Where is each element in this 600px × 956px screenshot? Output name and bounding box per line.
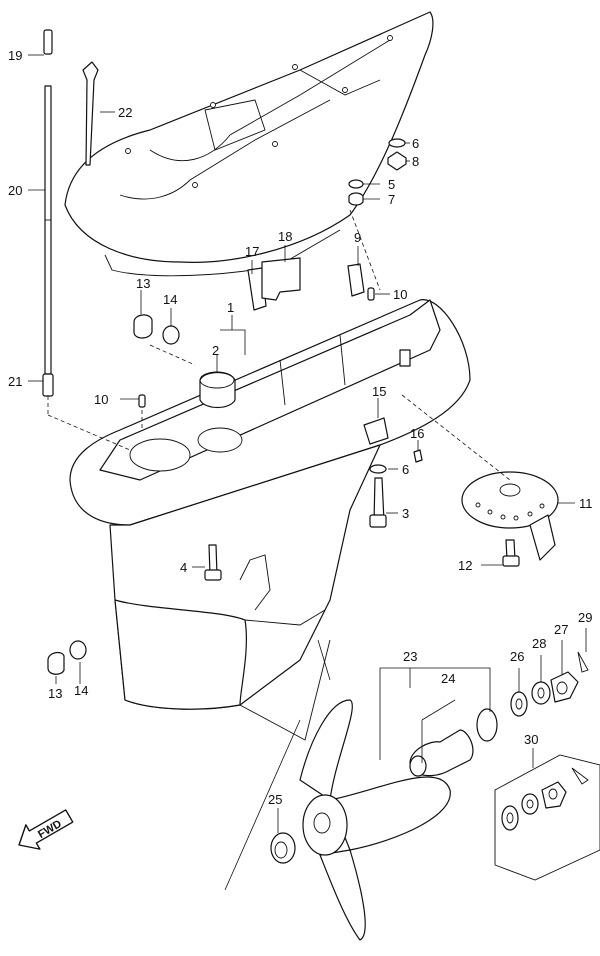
part-labels: 19 20 21 22 6 8 5 7 13 14 17 18 9 10 1 2…	[8, 48, 593, 807]
rod-assembly	[42, 29, 99, 397]
label-13a: 13	[136, 276, 150, 291]
part-19-plug	[43, 29, 53, 55]
part-29-cotter-pin	[577, 651, 589, 673]
label-21: 21	[8, 374, 22, 389]
part-14-washer-bottom	[69, 640, 87, 660]
label-29: 29	[578, 610, 592, 625]
part-20-rod	[44, 85, 52, 375]
label-19: 19	[8, 48, 22, 63]
upper-cover	[64, 11, 434, 277]
part-9-clip	[347, 263, 365, 297]
label-15: 15	[372, 384, 386, 399]
label-27: 27	[554, 622, 568, 637]
label-23: 23	[403, 649, 417, 664]
alignment-lines	[47, 209, 511, 481]
label-28: 28	[532, 636, 546, 651]
label-14b: 14	[74, 683, 88, 698]
part-10-pin-left	[138, 394, 146, 408]
label-30: 30	[524, 732, 538, 747]
label-18: 18	[278, 229, 292, 244]
part-24-washer	[476, 708, 498, 742]
propeller	[299, 699, 451, 941]
part-7-collar	[348, 192, 364, 206]
label-25: 25	[268, 792, 282, 807]
part-2-bushing	[199, 371, 236, 409]
fwd-arrow-label: FWD	[36, 818, 64, 841]
label-8: 8	[412, 154, 419, 169]
label-9: 9	[354, 230, 361, 245]
part-18-bracket	[261, 257, 301, 301]
part-11-anode	[461, 471, 559, 561]
label-5: 5	[388, 177, 395, 192]
part-13-plug-bottom	[47, 651, 65, 675]
label-11: 11	[579, 496, 593, 511]
fwd-arrow: FWD	[18, 809, 74, 850]
part-30-kit-box	[494, 754, 600, 881]
label-14a: 14	[163, 292, 177, 307]
part-15-block	[363, 417, 389, 445]
label-6b: 6	[402, 462, 409, 477]
part-13-plug-top	[133, 314, 153, 339]
label-6a: 6	[412, 136, 419, 151]
part-21-fitting	[42, 373, 54, 397]
label-13b: 13	[48, 686, 62, 701]
part-14-washer-top	[162, 325, 180, 345]
water-intake	[399, 349, 411, 367]
part-8-nut	[387, 151, 407, 171]
label-24: 24	[441, 671, 455, 686]
prop-hardware	[270, 651, 589, 864]
label-26: 26	[510, 649, 524, 664]
part-22-strap	[82, 61, 99, 166]
label-3: 3	[402, 506, 409, 521]
gear-case-housing	[69, 299, 471, 741]
part-6-washer-mid	[369, 464, 387, 474]
label-10b: 10	[94, 392, 108, 407]
label-20: 20	[8, 183, 22, 198]
leader-lines	[28, 54, 587, 891]
label-17: 17	[245, 244, 259, 259]
label-10a: 10	[393, 287, 407, 302]
label-7: 7	[388, 192, 395, 207]
label-12: 12	[458, 558, 472, 573]
label-22: 22	[118, 105, 132, 120]
label-1: 1	[227, 300, 234, 315]
part-16-screw	[413, 449, 423, 463]
label-4: 4	[180, 560, 187, 575]
label-16: 16	[410, 426, 424, 441]
label-2: 2	[212, 343, 219, 358]
part-6-washer-top	[388, 138, 406, 148]
part-10-pin-top	[367, 287, 375, 301]
part-5-washer	[348, 179, 364, 189]
small-hardware	[47, 138, 520, 675]
